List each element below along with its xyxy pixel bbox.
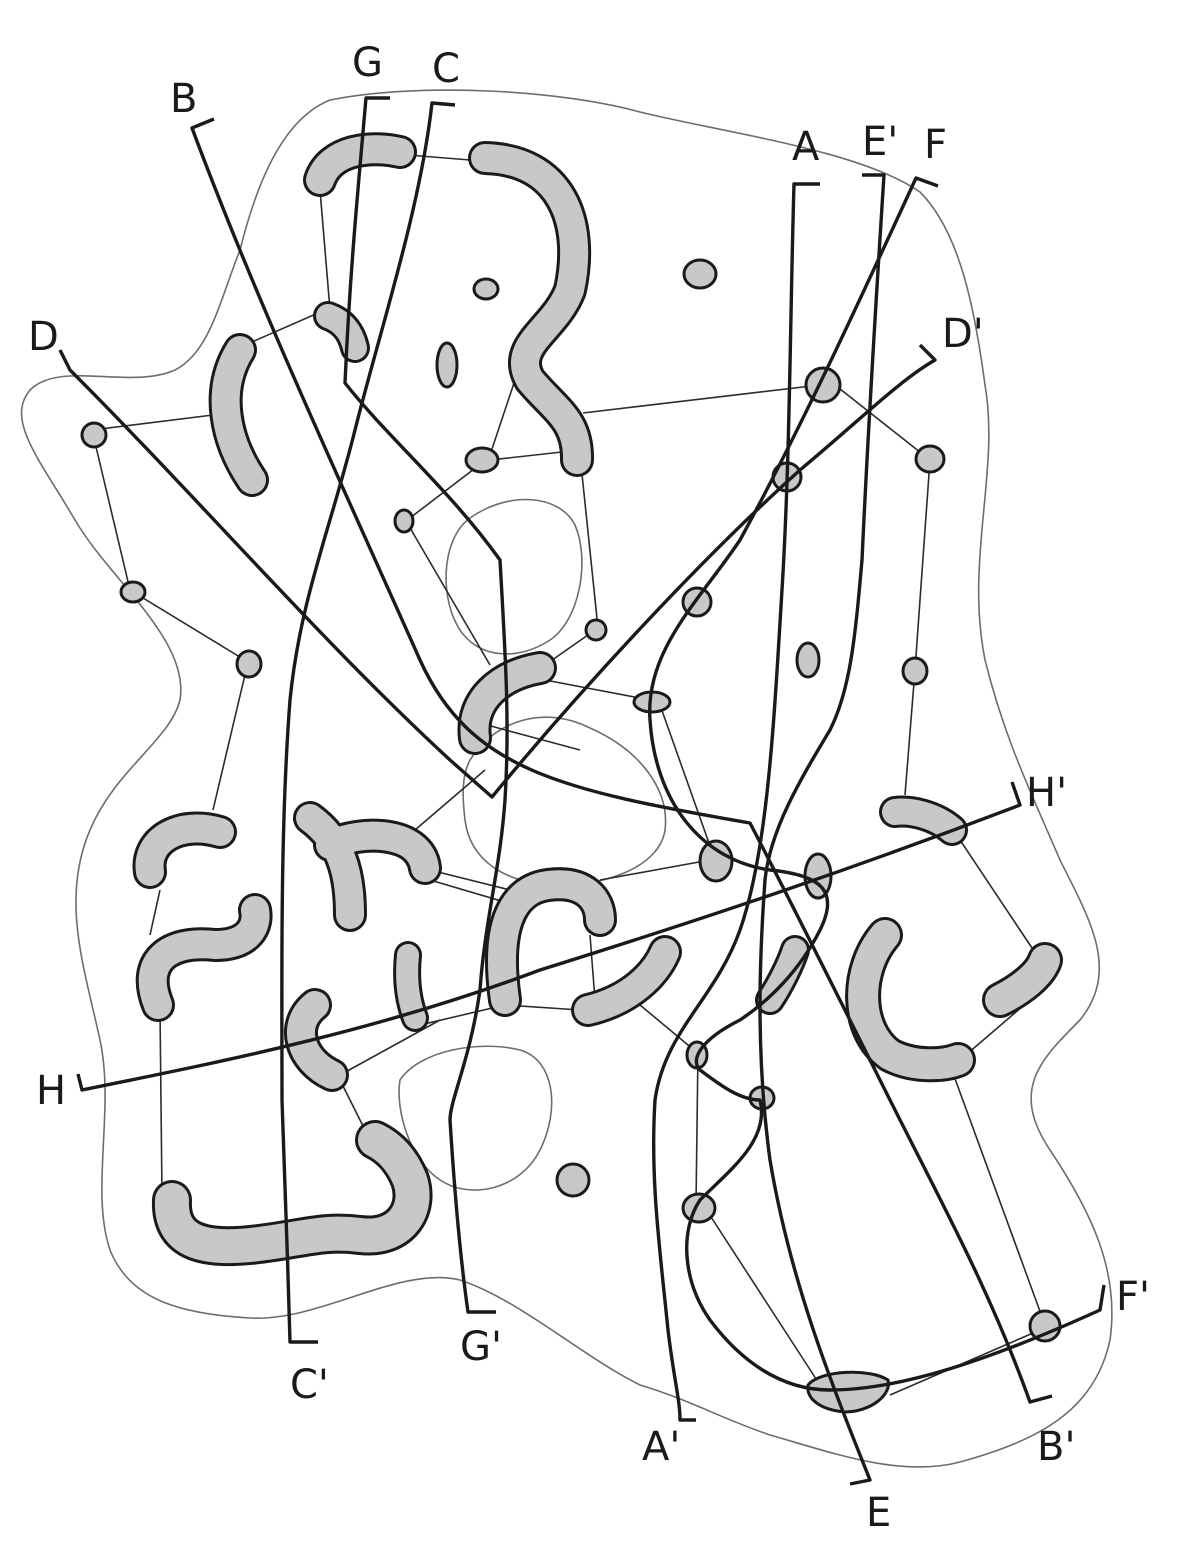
section-line-b xyxy=(190,117,1053,1404)
label-d-start: D xyxy=(28,314,59,360)
label-b-end: B' xyxy=(1037,1424,1075,1470)
section-labels: A A' B B' C C' D D' E' E F F' G G' H H' xyxy=(28,40,1150,1536)
section-line-d xyxy=(58,343,937,799)
elongated-bodies xyxy=(132,132,1063,1267)
inner-region-middle xyxy=(462,716,667,886)
label-d-end: D' xyxy=(942,311,984,357)
label-g-end: G' xyxy=(460,1324,502,1370)
label-e-end: E xyxy=(866,1490,891,1536)
label-e-start: E' xyxy=(862,119,898,165)
section-line-h xyxy=(76,781,1022,1092)
label-h-end: H' xyxy=(1026,770,1067,816)
section-line-f xyxy=(648,176,1106,1392)
section-line-a xyxy=(651,182,820,1422)
outer-boundary xyxy=(20,89,1113,1468)
label-a-start: A xyxy=(792,124,820,170)
label-g-start: G xyxy=(352,40,383,86)
inner-region-upper xyxy=(445,498,583,655)
section-line-g xyxy=(343,96,509,1314)
label-b-start: B xyxy=(170,76,197,122)
label-c-end: C' xyxy=(290,1362,329,1408)
section-lines xyxy=(58,96,1106,1486)
section-line-e xyxy=(758,173,886,1486)
label-f-start: F xyxy=(924,122,947,168)
label-c-start: C xyxy=(432,46,460,92)
section-line-c xyxy=(280,101,456,1344)
label-f-end: F' xyxy=(1116,1274,1150,1320)
label-h-start: H xyxy=(36,1068,66,1114)
label-a-end: A' xyxy=(642,1424,680,1470)
